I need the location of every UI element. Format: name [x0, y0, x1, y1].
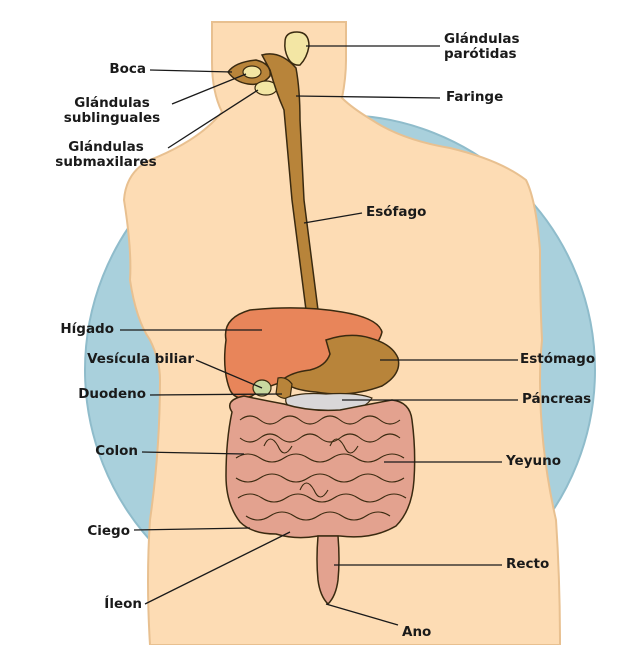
label-esofago: Esófago: [366, 204, 427, 220]
intestine-coils: [235, 415, 407, 521]
leader-line-colon: [141, 451, 245, 455]
parotid-gland: [284, 31, 310, 66]
label-vesicula-biliar: Vesícula biliar: [87, 351, 194, 367]
label-ano: Ano: [402, 624, 432, 640]
label-glandulas-sublinguales-line2: sublinguales: [63, 110, 161, 126]
leader-line-esofago: [303, 212, 363, 224]
sublingual-gland: [242, 65, 262, 79]
leader-line-ciego: [133, 527, 251, 531]
label-glandulas-parotidas-line1: Glándulas: [444, 31, 520, 47]
leader-lines: [120, 45, 518, 626]
leader-line-vesicula-biliar: [195, 359, 263, 389]
label-boca: Boca: [109, 61, 146, 77]
label-pancreas: Páncreas: [522, 391, 592, 407]
label-ileon: Íleon: [104, 596, 142, 612]
label-glandulas-submaxilares: Glándulas submaxilares: [44, 140, 168, 170]
leader-line-glandulas-submaxilares: [167, 89, 259, 149]
label-duodeno: Duodeno: [78, 386, 146, 402]
label-colon: Colon: [95, 443, 138, 459]
label-glandulas-parotidas: Glándulas parótidas: [444, 32, 519, 62]
label-glandulas-submaxilares-line2: submaxilares: [55, 154, 157, 170]
label-yeyuno: Yeyuno: [506, 453, 561, 469]
leader-line-boca: [149, 69, 233, 73]
label-estomago: Estómago: [520, 351, 596, 367]
leader-line-ano: [325, 603, 399, 626]
label-recto: Recto: [506, 556, 550, 572]
label-glandulas-parotidas-line2: parótidas: [444, 46, 517, 62]
label-glandulas-submaxilares-line1: Glándulas: [68, 139, 144, 155]
leader-line-duodeno: [149, 393, 283, 396]
duodenum-shape: [275, 377, 293, 400]
label-glandulas-sublinguales: Glándulas sublinguales: [50, 96, 174, 126]
label-faringe: Faringe: [446, 89, 504, 105]
leader-line-glandulas-sublinguales: [171, 73, 247, 105]
label-ciego: Ciego: [87, 523, 130, 539]
label-glandulas-sublinguales-line1: Glándulas: [74, 95, 150, 111]
leader-line-ileon: [144, 531, 291, 605]
label-higado: Hígado: [60, 321, 114, 337]
leader-line-faringe: [295, 95, 441, 99]
